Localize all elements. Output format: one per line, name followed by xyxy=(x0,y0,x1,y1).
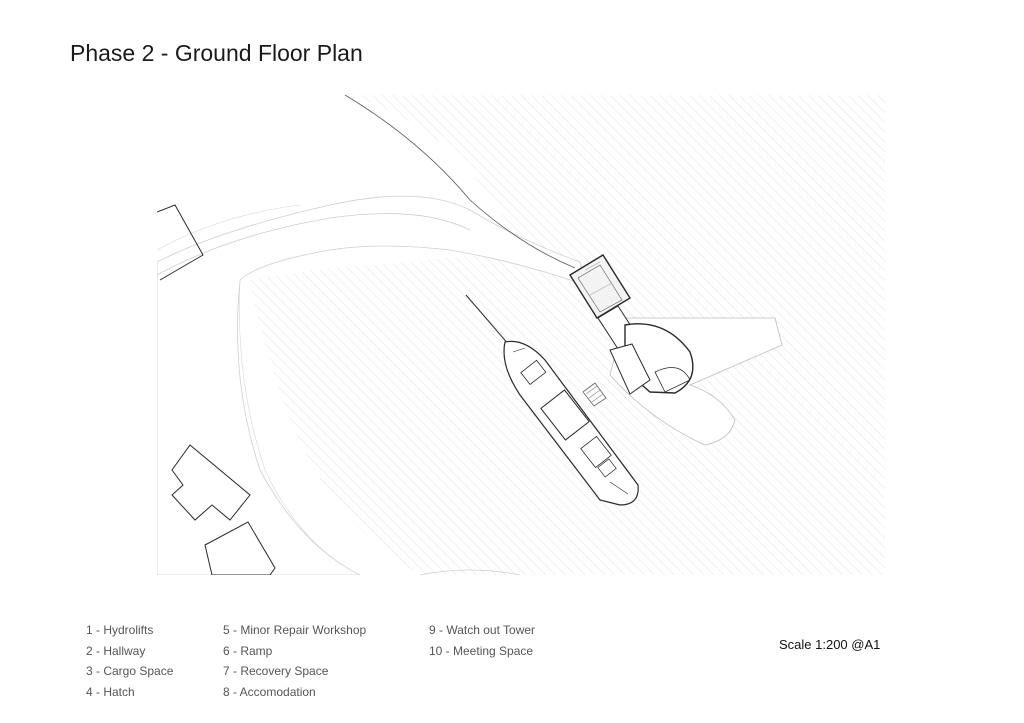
legend-item: 8 - Accomodation xyxy=(223,684,316,699)
legend-item: 9 - Watch out Tower xyxy=(429,623,536,637)
legend-item: 1 - Hydrolifts xyxy=(86,623,154,637)
building-bottom xyxy=(204,521,276,575)
legend-item: 3 - Cargo Space xyxy=(86,664,174,678)
page-title: Phase 2 - Ground Floor Plan xyxy=(70,40,363,66)
land-band xyxy=(157,195,586,575)
legend-item: 5 - Minor Repair Workshop xyxy=(223,623,367,637)
scale-label: Scale 1:200 @A1 xyxy=(779,637,881,652)
ship xyxy=(465,294,639,506)
legend-item: 6 - Ramp xyxy=(223,643,273,658)
building-complex xyxy=(569,254,694,395)
legend-item: 2 - Hallway xyxy=(86,643,146,658)
legend-column-1: 1 - Hydrolifts 2 - Hallway 3 - Cargo Spa… xyxy=(86,620,173,702)
legend-column-2: 5 - Minor Repair Workshop 6 - Ramp 7 - R… xyxy=(223,620,366,702)
ramp xyxy=(582,382,607,407)
water-area xyxy=(250,95,885,575)
legend-item: 4 - Hatch xyxy=(86,684,135,699)
legend-item: 7 - Recovery Space xyxy=(223,664,329,678)
legend-item: 10 - Meeting Space xyxy=(429,643,534,658)
building-top-left xyxy=(157,204,204,281)
building-bottom-left xyxy=(171,444,251,521)
legend-column-3: 9 - Watch out Tower 10 - Meeting Space xyxy=(429,620,535,661)
